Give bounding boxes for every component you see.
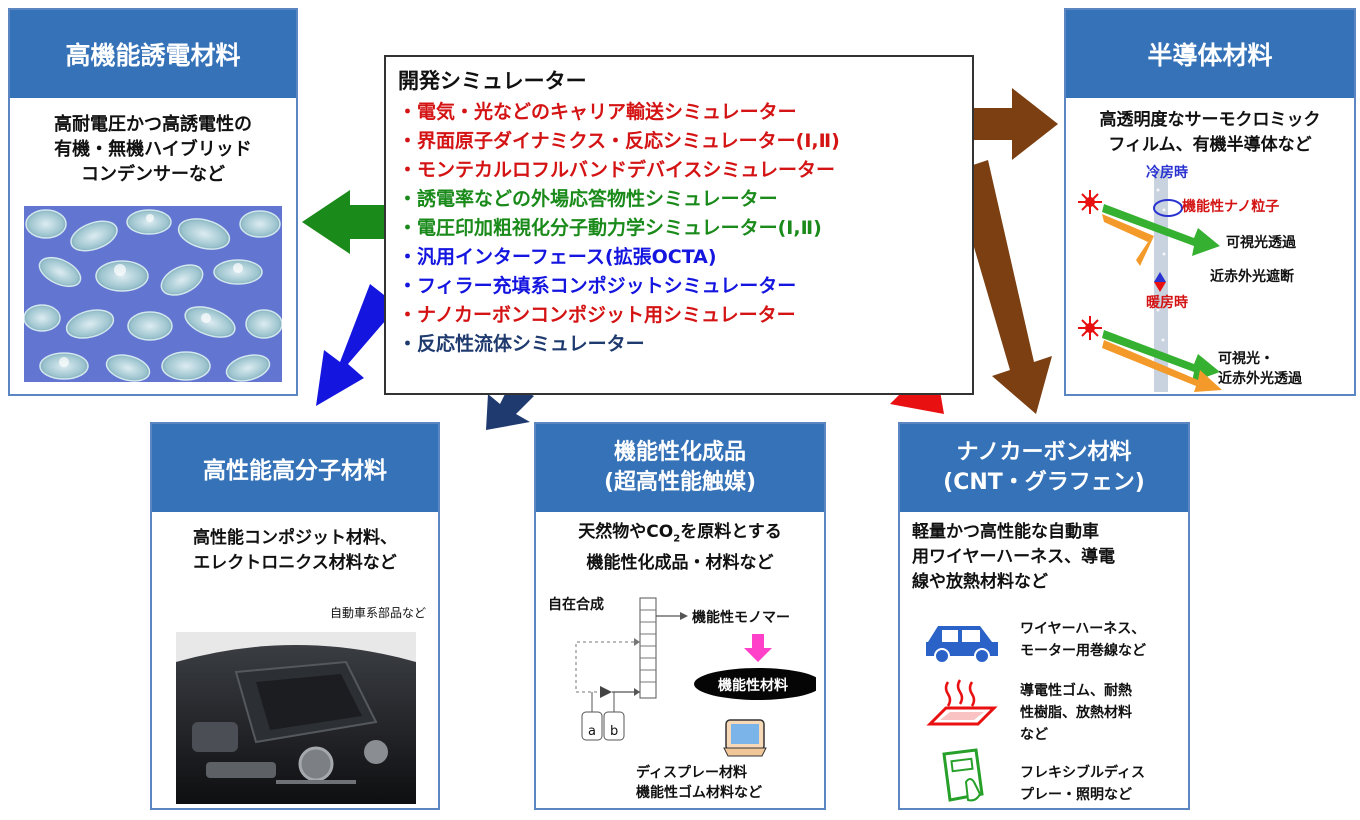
rubber-text-2: 性樹脂、放熱材料 — [1020, 705, 1132, 721]
visible-transmission-label: 可視光透過 — [1226, 235, 1296, 251]
car-text-2: モーター用巻線など — [1020, 643, 1146, 659]
navy-arrow — [486, 384, 534, 430]
nanocarbon-desc-1: 軽量かつ高性能な自動車 — [912, 522, 1099, 542]
chemical-header-line2: (超高性能触媒) — [603, 470, 757, 495]
nanocarbon-desc-2: 用ワイヤーハーネス、導電 — [912, 547, 1116, 567]
heat-pad-icon — [926, 679, 998, 726]
visible-nir-label-2: 近赤外光透過 — [1218, 371, 1302, 387]
sun-icon-heating — [1078, 316, 1102, 340]
semiconductor-desc-1: 高透明度なサーモクロミック — [1099, 110, 1321, 130]
dielectric-header: 高機能誘電材料 — [10, 10, 296, 98]
semiconductor-desc-2: フィルム、有機半導体など — [1108, 135, 1312, 155]
material-label: 機能性材料 — [718, 678, 788, 694]
monomer-label: 機能性モノマー — [692, 610, 790, 626]
car-icon — [926, 626, 998, 664]
chemical-header: 機能性化成品 (超高性能触媒) — [536, 424, 824, 512]
rubber-text-3: など — [1020, 727, 1048, 743]
vessel-b-label: b — [610, 724, 619, 739]
polymer-desc-2: エレクトロニクス材料など — [193, 553, 397, 573]
flex-text-2: プレー・照明など — [1020, 787, 1132, 803]
photo-caption: 自動車系部品など — [329, 606, 426, 620]
semiconductor-box: 半導体材料 高透明度なサーモクロミック フィルム、有機半導体など — [1064, 8, 1356, 396]
polymer-header: 高性能高分子材料 — [152, 424, 438, 512]
thermochromic-diagram — [1078, 170, 1222, 392]
dielectric-desc-1: 高耐電圧かつ高誘電性の — [54, 114, 252, 135]
nanocarbon-header: ナノカーボン材料 (CNT・グラフェン) — [900, 424, 1188, 512]
simulator-item: ・誘電率などの外場応答物性シミュレーター — [398, 188, 778, 210]
dielectric-desc-2: 有機・無機ハイブリッド — [54, 139, 252, 160]
simulator-item: ・ナノカーボンコンポジット用シミュレーター — [398, 304, 796, 326]
chemical-box: 機能性化成品 (超高性能触媒) 天然物やCO2を原料とする 機能性化成品・材料な… — [534, 422, 826, 810]
chemical-desc-1: 天然物やCO2を原料とする — [578, 522, 782, 545]
chemical-header-line1: 機能性化成品 — [613, 440, 746, 465]
synthesis-diagram — [575, 597, 816, 741]
simulator-title: 開発シミュレーター — [398, 69, 587, 93]
brown-arrow-right — [966, 88, 1058, 160]
blue-arrow — [316, 284, 398, 406]
polymer-box: 高性能高分子材料 高性能コンポジット材料、 エレクトロニクス材料など 自動車系部… — [150, 422, 440, 810]
semiconductor-header: 半導体材料 — [1066, 10, 1354, 98]
rubber-text-1: 導電性ゴム、耐熱 — [1020, 683, 1132, 699]
dielectric-desc-3: コンデンサーなど — [81, 164, 225, 185]
engine-photo — [176, 632, 416, 804]
brown-arrow-diagonal — [952, 160, 1052, 414]
simulator-item: ・モンテカルロフルバンドデバイスシミュレーター — [398, 159, 836, 181]
green-arrow — [302, 190, 392, 254]
polymer-desc-1: 高性能コンポジット材料、 — [193, 528, 397, 548]
flexible-display-icon — [942, 748, 984, 802]
car-text-1: ワイヤーハーネス、 — [1020, 621, 1146, 637]
visible-nir-label-1: 可視光・ — [1218, 351, 1274, 367]
synthesis-label: 自在合成 — [548, 597, 604, 613]
dielectric-box: 高機能誘電材料 高耐電圧かつ高誘電性の 有機・無機ハイブリッド コンデンサーなど — [8, 8, 298, 396]
tablet-icon — [723, 719, 767, 757]
display-label-2: 機能性ゴム材料など — [636, 785, 762, 801]
simulator-item: ・フィラー充填系コンポジットシミュレーター — [398, 275, 797, 297]
simulator-item: ・電圧印加粗視化分子動力学シミュレーター(Ⅰ,Ⅱ) — [398, 217, 822, 239]
simulator-item: ・汎用インターフェース(拡張OCTA) — [398, 246, 717, 268]
display-label-1: ディスプレー材料 — [636, 765, 748, 781]
nir-block-label: 近赤外光遮断 — [1210, 269, 1294, 285]
nanoparticle-label: 機能性ナノ粒子 — [1182, 199, 1280, 215]
simulator-box: 開発シミュレーター ・電気・光などのキャリア輸送シミュレーター・界面原子ダイナミ… — [384, 55, 974, 395]
nanocarbon-header-line2: (CNT・グラフェン) — [943, 470, 1145, 495]
vessel-a-label: a — [588, 724, 596, 739]
cooling-label: 冷房時 — [1146, 165, 1188, 181]
nanocarbon-header-line1: ナノカーボン材料 — [956, 440, 1132, 465]
simulator-item: ・電気・光などのキャリア輸送シミュレーター — [398, 101, 797, 123]
simulator-list: ・電気・光などのキャリア輸送シミュレーター・界面原子ダイナミクス・反応シミュレー… — [398, 98, 972, 359]
simulator-item: ・界面原子ダイナミクス・反応シミュレーター(Ⅰ,Ⅱ) — [398, 130, 840, 152]
simulator-item: ・反応性流体シミュレーター — [398, 333, 645, 355]
dielectric-molecule-image — [24, 206, 282, 382]
nanocarbon-box: ナノカーボン材料 (CNT・グラフェン) 軽量かつ高性能な自動車 用ワイヤーハー… — [898, 422, 1190, 810]
flex-text-1: フレキシブルディス — [1020, 765, 1146, 781]
sun-icon-cooling — [1078, 190, 1102, 214]
nanocarbon-desc-3: 線や放熱材料など — [912, 572, 1048, 592]
heating-label: 暖房時 — [1146, 295, 1188, 311]
chemical-desc-2: 機能性化成品・材料など — [586, 553, 774, 574]
